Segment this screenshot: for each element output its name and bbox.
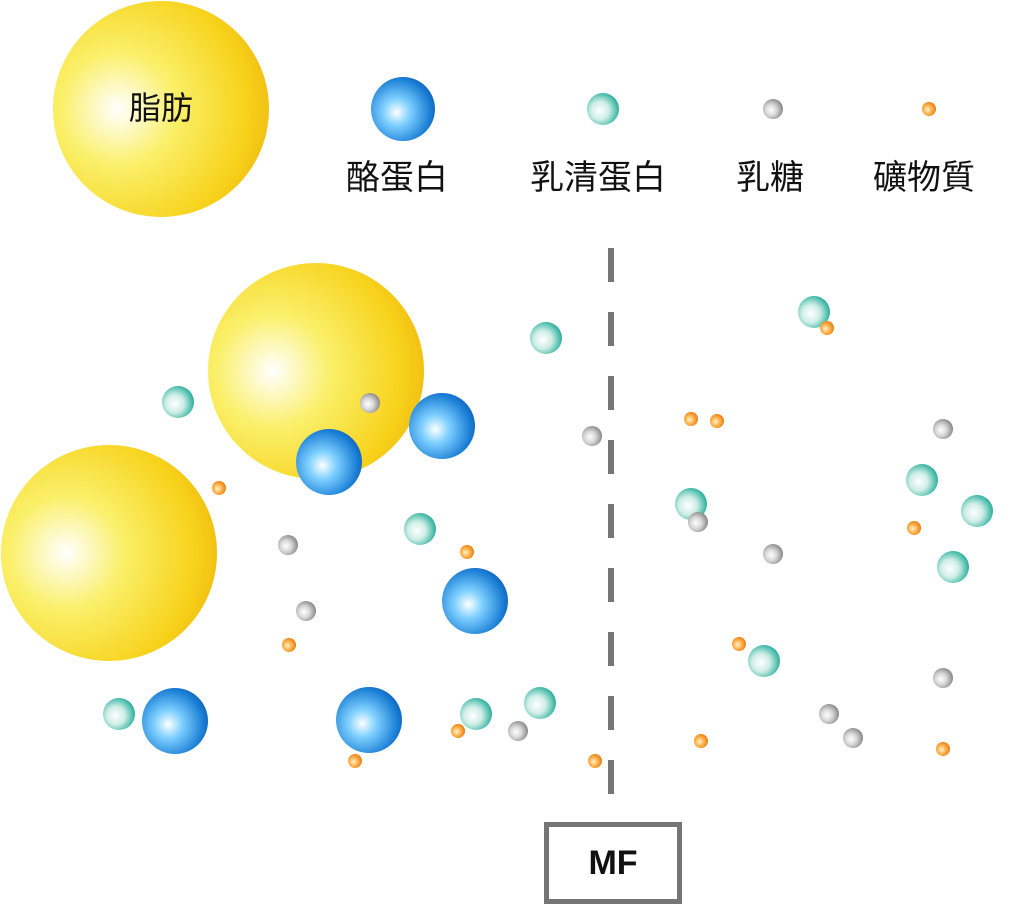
whey-protein [798, 296, 830, 328]
lactose [582, 426, 602, 446]
legend-casein-particle [371, 77, 435, 141]
legend-label-minerals: 礦物質 [873, 158, 975, 198]
whey-protein [906, 464, 938, 496]
lactose [819, 704, 839, 724]
legend-fat-particle [53, 1, 269, 217]
whey-protein [162, 386, 194, 418]
whey-protein [937, 551, 969, 583]
casein-micelle [442, 568, 508, 634]
casein-micelle [296, 429, 362, 495]
mineral [282, 638, 296, 652]
lactose [688, 512, 708, 532]
lactose [296, 601, 316, 621]
lactose [763, 544, 783, 564]
fat-globule [208, 263, 424, 479]
whey-protein [103, 698, 135, 730]
membrane-label-box: MF [544, 822, 682, 904]
lactose [933, 419, 953, 439]
legend-mineral-particle [922, 102, 936, 116]
mineral [732, 637, 746, 651]
lactose [360, 393, 380, 413]
whey-protein [748, 645, 780, 677]
mineral [936, 742, 950, 756]
casein-micelle [336, 687, 402, 753]
mineral [820, 321, 834, 335]
mineral [907, 521, 921, 535]
whey-protein [460, 698, 492, 730]
legend-label-casein: 酪蛋白 [346, 158, 448, 198]
mineral [212, 481, 226, 495]
mineral [684, 412, 698, 426]
mineral [348, 754, 362, 768]
mineral [694, 734, 708, 748]
whey-protein [530, 322, 562, 354]
whey-protein [675, 488, 707, 520]
mineral [460, 545, 474, 559]
legend-whey-particle [587, 93, 619, 125]
lactose [278, 535, 298, 555]
mineral [710, 414, 724, 428]
whey-protein [404, 513, 436, 545]
lactose [933, 668, 953, 688]
casein-micelle [142, 688, 208, 754]
whey-protein [524, 687, 556, 719]
legend-lactose-particle [763, 99, 783, 119]
retentate-particles [1, 263, 602, 768]
whey-protein [961, 495, 993, 527]
casein-micelle [409, 393, 475, 459]
legend-label-lactose: 乳糖 [736, 158, 804, 198]
lactose [508, 721, 528, 741]
membrane-label: MF [588, 843, 638, 882]
fat-globule [1, 445, 217, 661]
lactose [843, 728, 863, 748]
permeate-particles [675, 296, 993, 756]
legend-label-whey-protein: 乳清蛋白 [530, 158, 666, 198]
mineral [451, 724, 465, 738]
legend-label-fat: 脂肪 [128, 89, 194, 127]
mineral [588, 754, 602, 768]
